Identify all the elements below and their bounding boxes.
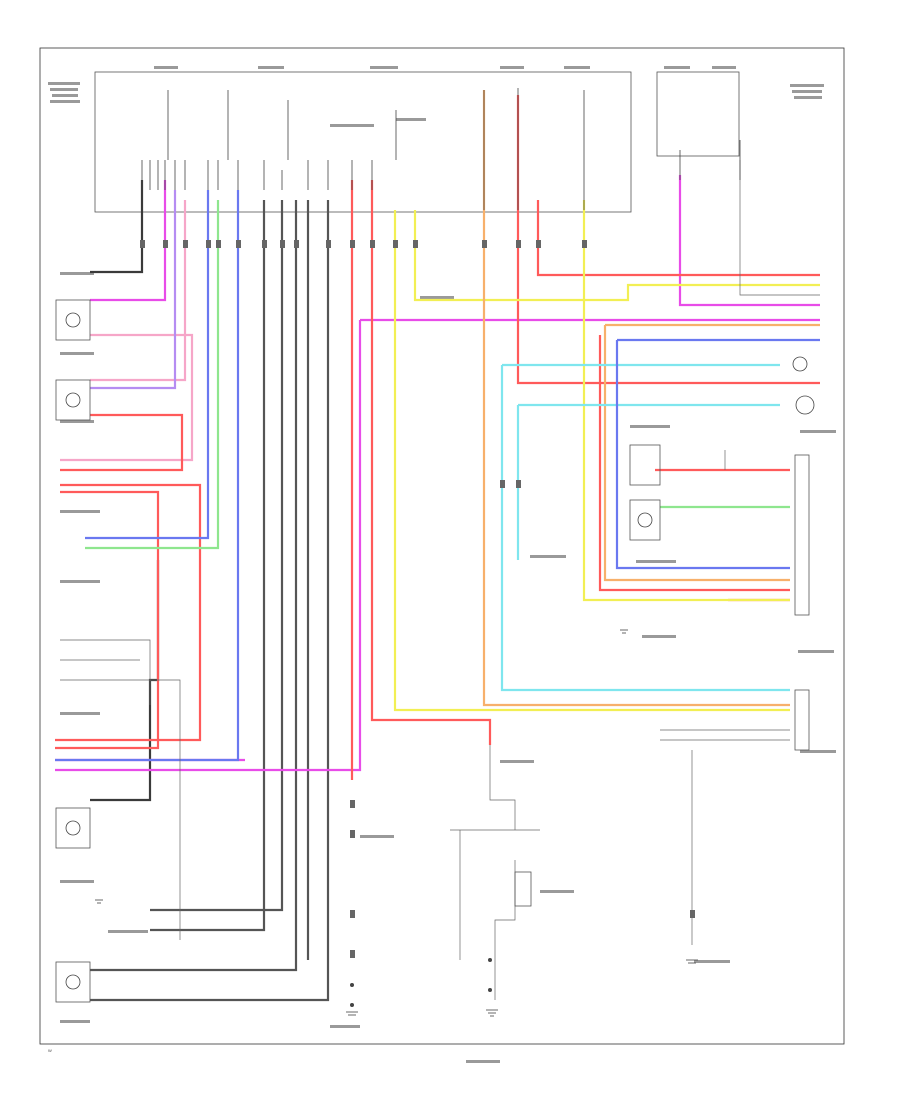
lamp-icon	[65, 312, 81, 328]
ground-icon	[620, 629, 628, 634]
wire-green-1	[85, 200, 220, 550]
wire-red-7	[55, 483, 202, 742]
wire-thin-12	[60, 679, 181, 940]
wire-red-3	[370, 180, 492, 745]
footer-code: W	[48, 1048, 52, 1053]
right-sensors	[792, 356, 815, 751]
connector-markers	[140, 240, 695, 958]
wire-thin-1	[739, 160, 820, 296]
right-lamp-assembly	[629, 444, 810, 616]
wire-gray-1	[150, 200, 266, 932]
lamp-icon	[637, 512, 653, 528]
lamp-icon	[65, 974, 81, 990]
motor-icon	[795, 395, 815, 415]
lamp-icon	[65, 392, 81, 408]
left-lamp-2	[55, 379, 91, 421]
wire-red-4	[60, 413, 184, 472]
wire-blue-2	[85, 190, 210, 540]
wire-magenta-1	[90, 180, 167, 302]
ground-icon	[686, 959, 698, 964]
wire-cyan-1	[500, 365, 790, 692]
wire-orange-3	[603, 325, 790, 582]
wire-yellow-2	[413, 210, 820, 302]
wire-thin-10	[60, 639, 151, 705]
wire-orange-1	[482, 90, 790, 707]
connector-icon	[350, 983, 354, 987]
ground-icon	[346, 1011, 358, 1016]
wire-magenta-2	[55, 320, 362, 772]
left-lamp-1	[55, 299, 91, 341]
wire-blue-3	[615, 340, 790, 570]
wire-red-5	[55, 490, 160, 750]
wire-violet-1	[90, 190, 177, 390]
wire-pink-1	[90, 200, 187, 382]
wire-red-9	[598, 335, 790, 592]
wire-red-1	[536, 200, 820, 277]
ground-icon	[95, 899, 103, 904]
wire-thin-5	[489, 745, 516, 830]
connector-icon	[350, 1003, 354, 1007]
left-lamp-3	[55, 807, 91, 849]
wire-gray-3	[90, 200, 298, 972]
top-connector-pins	[141, 88, 741, 210]
wire-yellow-1	[393, 210, 790, 712]
left-lamp-4	[55, 961, 91, 1003]
main-module-box	[94, 71, 632, 213]
wire-blue-1	[55, 190, 240, 762]
wire-gray-2	[150, 200, 284, 912]
connector-icon	[488, 958, 492, 962]
wire-magenta-4	[678, 175, 820, 307]
wire-black-1	[90, 180, 144, 274]
ground-icon	[486, 1009, 498, 1017]
motor-icon	[792, 356, 808, 372]
bottom-center-components	[350, 871, 532, 1007]
diagram-frame	[39, 47, 845, 1045]
connector-icon	[488, 988, 492, 992]
wire-gray-4	[90, 200, 330, 1002]
wire-thin-6	[494, 860, 516, 1000]
right-module-box	[656, 71, 740, 157]
wire-pink-2	[60, 333, 194, 462]
wire-harness	[55, 90, 820, 1002]
wire-yellow-3	[582, 200, 790, 602]
label-marks	[48, 66, 836, 1063]
lamp-icon	[65, 820, 81, 836]
ground-points	[95, 629, 698, 1017]
